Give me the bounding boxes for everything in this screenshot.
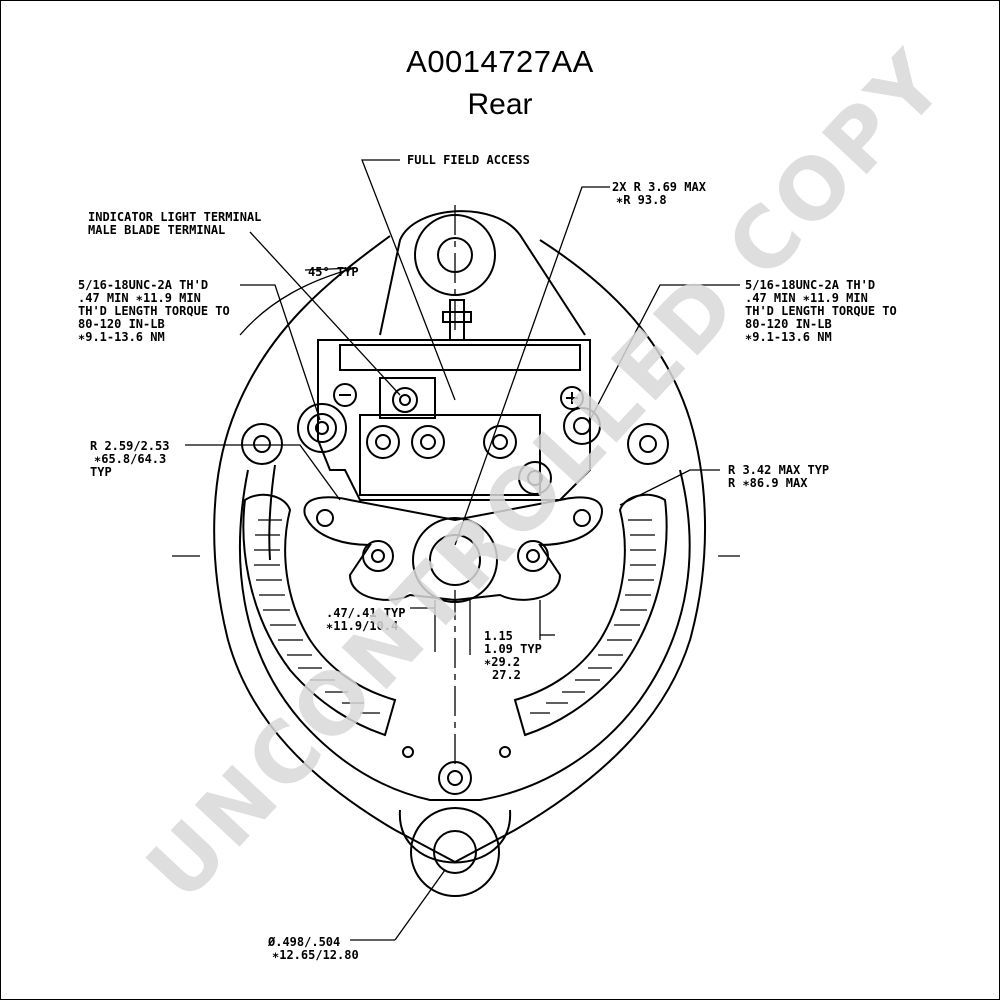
central-hub [303, 496, 603, 603]
slot-width-label-1: .47/.41 TYP [326, 606, 405, 620]
full-field-access-label: FULL FIELD ACCESS [407, 153, 530, 167]
radius-right-label-1: R 3.42 MAX TYP [728, 463, 829, 477]
mount-radius-label-1: 2X R 3.69 MAX [612, 180, 707, 194]
left-thread-label-2: .47 MIN ∗11.9 MIN [78, 291, 201, 305]
centerlines [172, 205, 740, 770]
output-studs [241, 403, 669, 465]
left-thread-label-5: ∗9.1-13.6 NM [78, 330, 165, 344]
bottom-mounting-ear [398, 746, 512, 897]
right-thread-label-3: TH'D LENGTH TORQUE TO [745, 304, 897, 318]
angle-label: 45° TYP [308, 265, 359, 279]
right-thread-label-5: ∗9.1-13.6 NM [745, 330, 832, 344]
indicator-terminal-label-2: MALE BLADE TERMINAL [88, 223, 225, 237]
bore-label-2: ∗12.65/12.80 [272, 948, 359, 962]
radius-left-label-1: R 2.59/2.53 [90, 439, 169, 453]
offset-label-4: 27.2 [492, 668, 521, 682]
left-thread-label-4: 80-120 IN-LB [78, 317, 165, 331]
offset-label-3: ∗29.2 [484, 655, 520, 669]
radius-left-label-3: TYP [90, 465, 112, 479]
left-vent-slots [242, 493, 397, 737]
slot-width-label-2: ∗11.9/10.4 [326, 619, 398, 633]
terminal-block [317, 299, 591, 501]
radius-left-label-2: ∗65.8/64.3 [94, 452, 166, 466]
part-number-title: A0014727AA [406, 44, 594, 79]
offset-label-2: 1.09 TYP [484, 642, 542, 656]
left-thread-label-1: 5/16-18UNC-2A TH'D [78, 278, 208, 292]
left-thread-label-3: TH'D LENGTH TORQUE TO [78, 304, 230, 318]
radius-right-label-2: R ∗86.9 MAX [728, 476, 808, 490]
indicator-terminal-label-1: INDICATOR LIGHT TERMINAL [88, 210, 261, 224]
right-thread-label-1: 5/16-18UNC-2A TH'D [745, 278, 875, 292]
view-name-subtitle: Rear [467, 88, 533, 121]
callout-text: FULL FIELD ACCESS 2X R 3.69 MAX ∗R 93.8 … [78, 153, 897, 962]
offset-label-1: 1.15 [484, 629, 513, 643]
right-thread-label-4: 80-120 IN-LB [745, 317, 832, 331]
mount-radius-label-2: ∗R 93.8 [616, 193, 667, 207]
top-mounting-ear [379, 210, 586, 336]
leader-lines [185, 159, 740, 941]
bore-label-1: Ø.498/.504 [267, 935, 340, 949]
right-thread-label-2: .47 MIN ∗11.9 MIN [745, 291, 868, 305]
uncontrolled-copy-watermark: UNCONTROLLED COPY [128, 31, 965, 918]
right-vent-slots [513, 493, 668, 737]
